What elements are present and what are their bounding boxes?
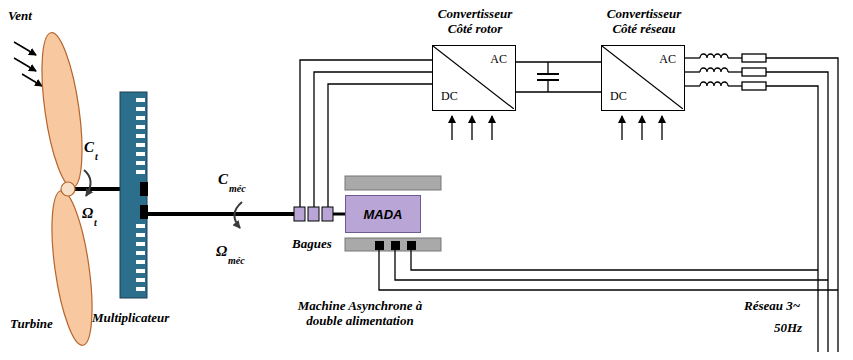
gearbox-port [140,182,148,196]
turbine-blades [34,30,99,347]
generator-box: MADA [345,195,421,233]
symbol: Ω [82,206,93,221]
power-wire [516,62,601,92]
stator-terminals [375,241,416,250]
stator-bar [345,238,441,251]
grid-filter [685,54,838,352]
subscript: t [95,149,98,164]
gearbox [120,92,147,298]
generator-shaft [147,212,294,216]
subscript: méc [228,253,245,268]
slip-rings [294,207,333,221]
wind-arrows [14,42,42,86]
symbol: C [84,140,94,155]
symbol: Ω [216,244,227,259]
turbine-hub [61,182,75,196]
converter-title: Convertisseur Côté rotor [425,6,525,36]
stator-bar [345,176,441,190]
converter-title: Convertisseur Côté réseau [594,6,694,36]
grid-converter: Convertisseur Côté réseauACDC [601,45,685,111]
generator-name: MADA [364,207,403,222]
converter-port-text: AC [659,52,676,67]
label-text: Bagues [292,236,332,251]
subscript: méc [229,181,246,196]
subscript: t [94,215,97,230]
label-text: Machine Asynchrone à double alimentation [290,298,430,328]
label-text: Réseau 3~ [742,298,802,313]
converter-port-text: AC [490,52,507,67]
torque-arrow [234,202,242,228]
power-wire [300,60,432,207]
label-text: Turbine [10,316,53,331]
label-text: Vent [8,8,32,23]
torque-arrow [84,170,91,196]
rotor-shaft [333,213,345,216]
symbol: C [218,172,228,187]
label-text: Multiplicateur [92,310,169,325]
control-arrows [452,116,662,140]
dc-capacitor [537,62,559,92]
label-text: 50Hz [772,320,804,335]
stator-wires [379,250,838,290]
converter-port-text: DC [441,89,458,104]
converter-port-text: DC [610,89,627,104]
rotor-converter: Convertisseur Côté rotorACDC [432,45,516,111]
turbine-shaft [72,187,120,191]
gearbox-port [140,205,148,219]
